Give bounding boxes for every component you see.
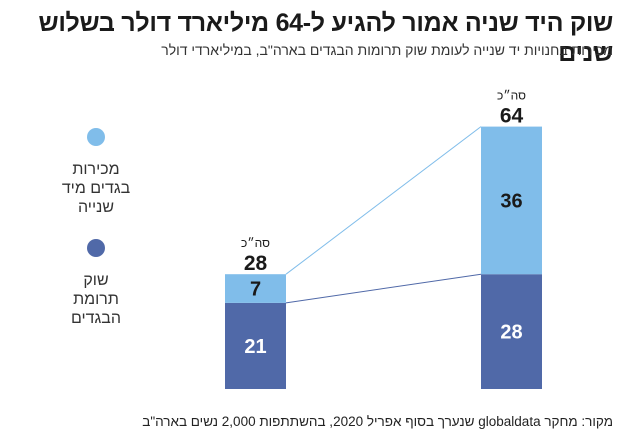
legend-item-secondhand: מכירות בגדים מיד שנייה bbox=[36, 128, 156, 217]
data-label-secondhand-1: 7 bbox=[250, 279, 261, 301]
total-value-1: 28 bbox=[244, 252, 268, 275]
total-caption-1: סה״כ bbox=[241, 236, 270, 250]
total-caption-2: סה״כ bbox=[497, 89, 526, 103]
connector-line-secondhand bbox=[285, 126, 482, 275]
bar-segment-secondhand-1 bbox=[225, 274, 286, 303]
data-label-donation-1: 21 bbox=[244, 336, 266, 358]
source-note: מקור: מחקר globaldata שנערך בסוף אפריל 2… bbox=[142, 414, 613, 429]
legend-label-donation: שוק תרומת הבגדים bbox=[70, 272, 122, 327]
bar-segment-donation-1 bbox=[225, 302, 286, 389]
data-label-secondhand-2: 36 bbox=[500, 190, 522, 212]
bar-segment-secondhand-2 bbox=[481, 126, 542, 275]
legend-label-secondhand: מכירות בגדים מיד שנייה bbox=[61, 161, 131, 216]
total-value-2: 64 bbox=[500, 105, 524, 128]
chart-title: שוק היד שניה אמור להגיע ל-64 מיליארד דול… bbox=[38, 9, 613, 67]
chart-subtitle: מכירות בחנויות יד שנייה לעומת שוק תרומות… bbox=[161, 42, 613, 58]
bar-segment-donation-2 bbox=[481, 274, 542, 389]
legend-item-donation: שוק תרומת הבגדים bbox=[36, 239, 156, 328]
legend-swatch-donation bbox=[87, 239, 105, 257]
data-label-donation-2: 28 bbox=[500, 322, 522, 344]
connector-line-donation bbox=[285, 273, 482, 304]
legend-swatch-secondhand bbox=[87, 128, 105, 146]
